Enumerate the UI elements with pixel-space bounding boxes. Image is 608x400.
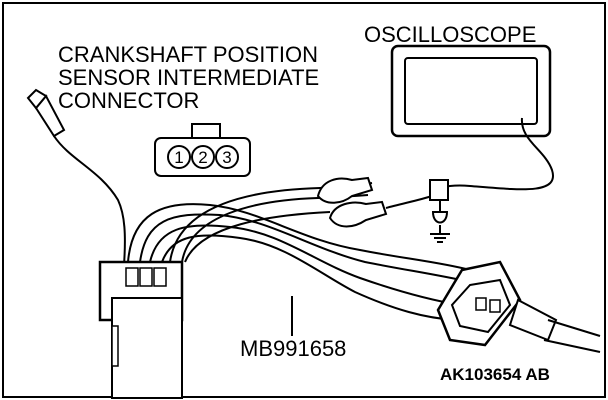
alligator-clip-middle-lower [328,195,433,228]
alligator-clip-left [26,88,126,266]
oscilloscope-label: OSCILLOSCOPE [364,22,536,47]
probe-connector [429,179,449,234]
figure-code: AK103654 AB [440,365,550,384]
sensor-label-line-3: CONNECTOR [58,88,199,113]
alligator-clip-middle-upper [316,176,374,204]
connector-pin-2: 2 [198,148,207,167]
sensor-connector-body [98,260,184,399]
ground-icon [430,233,450,243]
sensor-label-line-2: SENSOR INTERMEDIATE [58,65,319,90]
harness-label: MB991658 [240,336,346,361]
connector-pin-3: 3 [222,148,231,167]
oscilloscope [390,44,552,138]
sensor-label-line-1: CRANKSHAFT POSITION [58,42,318,67]
connector-face-icon [154,123,251,177]
harness-connector-right [436,260,601,353]
connector-pin-1: 1 [174,148,183,167]
oscilloscope-lead [429,117,555,191]
